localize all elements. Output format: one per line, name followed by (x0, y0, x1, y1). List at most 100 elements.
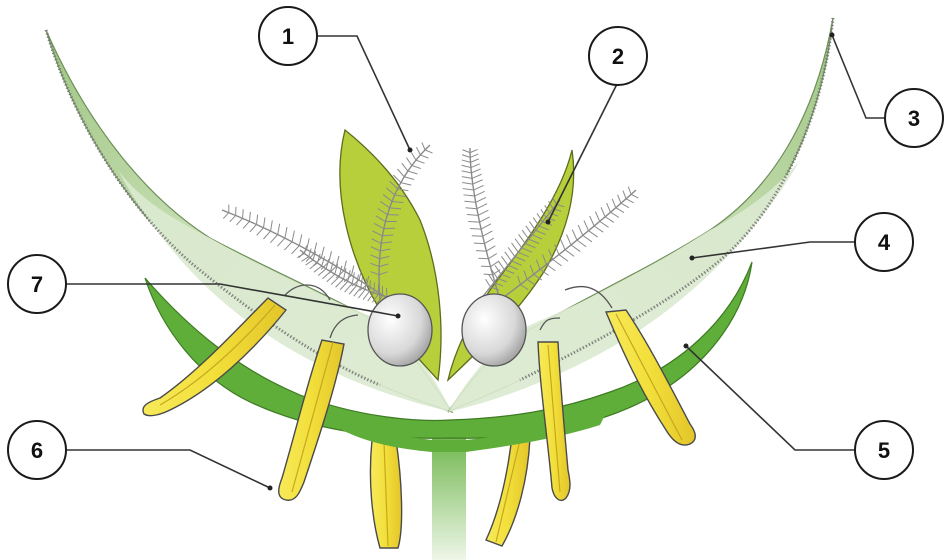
stigma-barb (408, 171, 418, 174)
stigma-barb (481, 224, 491, 229)
stigma-barb (486, 279, 491, 287)
stigma-barb (515, 239, 522, 248)
stigma-barb (250, 224, 257, 231)
stigma-barb (498, 261, 504, 270)
stigma-barb (470, 154, 478, 157)
stigma-barb (404, 177, 414, 180)
leader-6 (65, 450, 270, 488)
callout-3: 3 (885, 89, 943, 147)
stigma-barb (236, 218, 242, 225)
stigma-barb (416, 160, 425, 163)
stigma-barb (411, 152, 416, 160)
stigma-barb (243, 221, 249, 228)
stigma-barb (420, 155, 428, 158)
callout-6-label: 6 (31, 438, 43, 463)
stigma-barb (470, 149, 477, 152)
leader-dot-4 (690, 256, 695, 261)
stigma-barb (572, 230, 577, 240)
stigma-barb (546, 264, 555, 270)
stigma-barb (463, 195, 474, 196)
stigma-barb (256, 215, 257, 225)
stigma-barb (374, 282, 375, 292)
stigma-barb (321, 247, 324, 258)
stigma-barb (416, 147, 420, 155)
callout-3-label: 3 (908, 106, 920, 131)
callout-7-label: 7 (31, 272, 43, 297)
stigma-barb (508, 247, 515, 256)
stigma-barb (462, 155, 470, 158)
stigma-barb (478, 258, 488, 259)
stigma-barb (336, 279, 344, 287)
stigma-barb (522, 230, 529, 239)
stigma-barb (243, 209, 244, 218)
stigma-barb (307, 238, 310, 249)
stigma-barb (352, 272, 354, 283)
stigma-plume (470, 148, 500, 300)
stigma-barb (277, 238, 285, 246)
stigma-barb (478, 210, 488, 215)
stigma-barb (270, 234, 277, 242)
callout-5: 5 (855, 421, 913, 479)
stigma-barb (481, 266, 491, 267)
stigma-barb (571, 245, 580, 252)
stigma-barb (623, 191, 626, 199)
stigma-barb (314, 266, 322, 272)
stigma-barb (600, 221, 609, 227)
stigma-barb (351, 266, 353, 276)
stigma-barb (462, 182, 473, 184)
stigma-barb (309, 248, 311, 256)
leader-dot-3 (830, 33, 835, 38)
stigma-barb (472, 236, 483, 237)
stigma-barb (310, 263, 318, 269)
stigma-barb (329, 251, 332, 262)
stigma-barb (474, 185, 484, 190)
stigma-barb (553, 259, 562, 265)
stigma-barb (476, 197, 486, 202)
stigma-barb (462, 171, 472, 173)
stigma-barb (402, 163, 408, 171)
callout-1: 1 (259, 7, 317, 65)
stigma-barb (607, 203, 611, 212)
stigma-barb (628, 187, 631, 195)
callout-4-label: 4 (878, 230, 891, 255)
stigma-barb (621, 203, 629, 208)
stigma-barb (384, 228, 395, 229)
stigma-barb (483, 231, 493, 236)
stigma-barb (264, 217, 265, 227)
anther-back-right (486, 436, 530, 546)
stigma-barb (318, 269, 326, 276)
callout-6: 6 (8, 421, 66, 479)
stigma-barb (577, 240, 586, 247)
stigma-barb (588, 231, 597, 237)
callout-7: 7 (8, 255, 66, 313)
stigma-barb (422, 142, 425, 149)
stigma-barb (618, 195, 621, 203)
stigma-barb (230, 215, 236, 221)
stigma-barb (519, 234, 526, 243)
leader-dot-2 (546, 220, 551, 225)
stigma-barb (271, 220, 273, 231)
stigma-barb (488, 253, 496, 258)
stigma-barb (462, 177, 472, 179)
stigma-barb (292, 231, 294, 242)
stigma-barb (505, 252, 512, 261)
stigma-barb (468, 221, 479, 222)
stigma-barb (412, 165, 421, 168)
leader-1 (318, 36, 410, 150)
stigma-barb (278, 224, 280, 235)
stigma-barb (611, 212, 619, 217)
stigma-barb (354, 288, 361, 297)
stigma-barb (471, 159, 479, 163)
stigma-barb (480, 217, 490, 222)
leader-5 (686, 346, 856, 450)
stigma-barb (530, 222, 536, 231)
stigma-barb (462, 150, 470, 153)
stigma-barb (406, 158, 411, 166)
stigma-barb (486, 246, 495, 251)
stigma-barb (626, 199, 634, 203)
stigma-barb (340, 281, 348, 289)
stigma-barb (348, 270, 350, 281)
stigma-barb (349, 286, 356, 295)
stigma-barb (485, 238, 494, 243)
